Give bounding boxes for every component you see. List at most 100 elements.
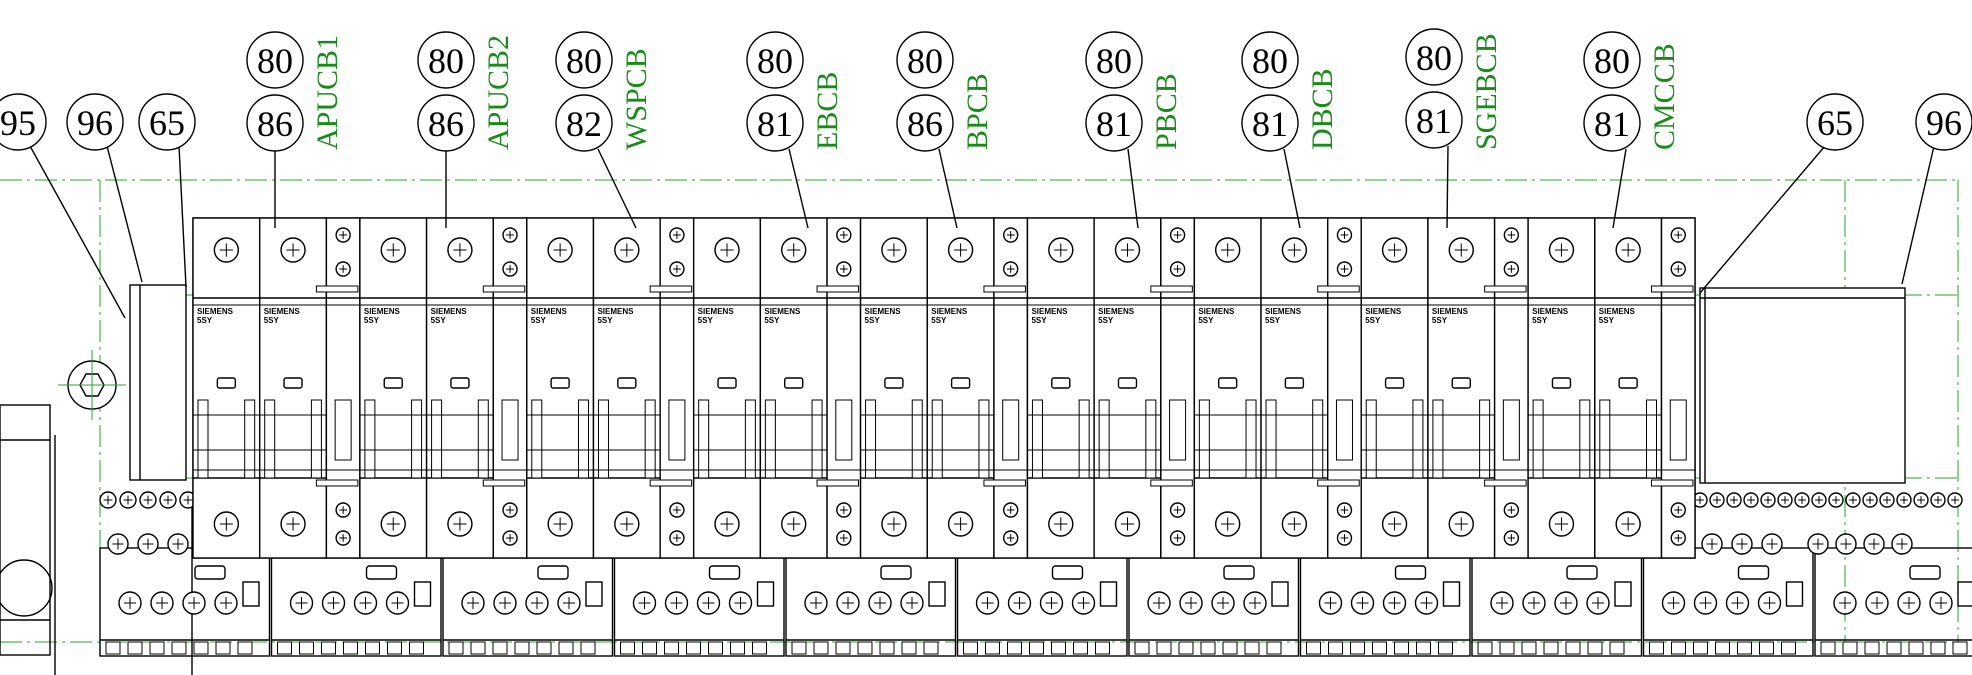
model-label: 5SY <box>364 316 380 325</box>
aux-lever <box>482 285 526 293</box>
terminal-clip <box>1908 641 1924 655</box>
terminal-clip <box>1609 641 1625 655</box>
terminal-clip <box>813 641 829 655</box>
terminal-clip <box>1671 641 1686 655</box>
terminal-module <box>1128 547 1300 657</box>
breaker-qty-balloon-text: 86 <box>428 104 464 144</box>
breaker-id-balloon-text: 80 <box>907 41 943 81</box>
handle-slot <box>865 399 877 479</box>
callout-balloon-96 <box>66 93 124 151</box>
terminal-clip <box>470 641 486 655</box>
terminal-clip <box>1864 641 1880 655</box>
handle-slot <box>764 399 776 479</box>
aux-lever <box>315 479 359 487</box>
leader-line <box>938 148 958 229</box>
handle-slot <box>1646 399 1658 479</box>
aux-lever <box>1484 285 1527 293</box>
breaker-window <box>717 377 737 389</box>
terminal-tab <box>1271 581 1289 607</box>
leader-line <box>106 145 143 283</box>
breaker-qty-balloon <box>1405 91 1463 149</box>
terminal-clip <box>558 641 574 655</box>
breaker-id-balloon <box>1085 31 1143 89</box>
brand-label: SIEMENS <box>1031 307 1068 316</box>
terminal-indicator <box>1566 565 1598 580</box>
terminal-clip <box>963 641 978 655</box>
terminal-clip <box>299 641 314 655</box>
breaker-qty-balloon <box>246 94 304 152</box>
terminal-clip <box>1543 641 1559 655</box>
model-label: 5SY <box>1265 316 1281 325</box>
aux-contact-module <box>1317 217 1362 559</box>
handle-slot <box>477 399 489 479</box>
callout-balloon-96-text: 96 <box>1926 103 1962 143</box>
breaker-id-balloon <box>417 31 475 89</box>
handle-slot <box>1412 399 1424 479</box>
terminal-indicator <box>194 565 226 580</box>
terminal-module <box>270 547 442 657</box>
terminal-tab <box>1614 581 1632 607</box>
breaker-id-balloon <box>896 31 954 89</box>
breaker-window <box>450 377 470 389</box>
terminal-module <box>1814 547 1972 657</box>
breaker-id-balloon <box>746 31 804 89</box>
terminal-module <box>613 547 785 657</box>
leader-line <box>1127 148 1139 229</box>
leader-line <box>1283 148 1301 229</box>
brand-label: SIEMENS <box>865 307 902 316</box>
breaker-row: SIEMENS5SYSIEMENS5SYSIEMENS5SYSIEMENS5SY… <box>192 217 1696 559</box>
breaker-qty-balloon-text: 86 <box>907 104 943 144</box>
model-label: 5SY <box>1031 316 1047 325</box>
breaker-id-balloon-text: 80 <box>566 41 602 81</box>
callout-balloon-95-text: 95 <box>0 103 36 143</box>
terminal-clip <box>686 641 701 655</box>
terminal-clip <box>149 641 165 655</box>
aux-lever <box>983 479 1026 487</box>
model-label: 5SY <box>1599 316 1615 325</box>
breaker-window <box>1551 377 1572 389</box>
breaker-tag-label: APUCB1 <box>311 35 344 150</box>
handle-slot <box>1365 399 1377 479</box>
brand-label: SIEMENS <box>531 307 568 316</box>
handle-slot <box>310 399 322 479</box>
terminal-clip <box>1781 641 1796 655</box>
model-label: 5SY <box>1365 316 1381 325</box>
model-label: 5SY <box>531 316 547 325</box>
terminal-clip <box>1244 641 1260 655</box>
callout-balloon-65-text: 65 <box>149 103 185 143</box>
terminal-clip <box>1222 641 1238 655</box>
handle-slot <box>1098 399 1110 479</box>
leader-line <box>1612 148 1627 229</box>
breaker-window <box>1117 377 1138 389</box>
handle-slot <box>1145 399 1157 479</box>
handle-slot <box>531 399 543 479</box>
terminal-tab <box>242 581 260 607</box>
aux-window <box>1669 399 1687 461</box>
brand-label: SIEMENS <box>931 307 968 316</box>
callout-balloon-96-text: 96 <box>77 103 113 143</box>
breaker-id-balloon-text: 80 <box>1416 38 1452 78</box>
breaker-window <box>1618 377 1638 389</box>
brand-label: SIEMENS <box>1265 307 1302 316</box>
aux-contact-module <box>1150 217 1196 559</box>
handle-slot <box>264 399 276 479</box>
terminal-module <box>1299 547 1471 657</box>
terminal-indicator <box>537 565 569 580</box>
model-label: 5SY <box>1532 316 1548 325</box>
brand-label: SIEMENS <box>1098 307 1135 316</box>
brand-label: SIEMENS <box>1365 307 1402 316</box>
terminal-clip <box>923 641 939 655</box>
model-label: 5SY <box>931 316 947 325</box>
terminal-clip <box>835 641 851 655</box>
terminal-clip <box>1095 641 1110 655</box>
breaker-tag-label: CMCCB <box>1648 43 1681 150</box>
terminal-clip <box>1565 641 1581 655</box>
leader-line <box>1901 145 1935 285</box>
terminal-clip <box>237 641 253 655</box>
terminal-clip <box>1693 641 1708 655</box>
